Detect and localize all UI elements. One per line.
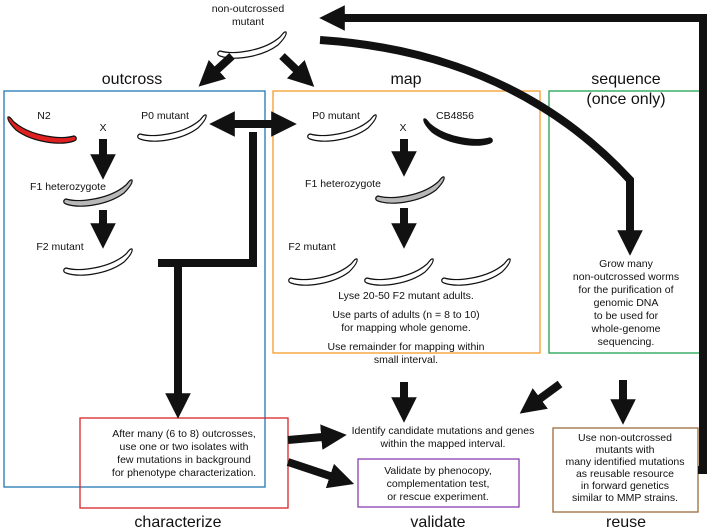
- map-f2-worm-3: [441, 258, 511, 286]
- arrow-characterize-to-validate: [286, 458, 355, 489]
- characterize-line: for phenotype characterization.: [112, 467, 256, 479]
- map-cross-sign: X: [399, 122, 406, 134]
- top-mutant-worm: [217, 31, 287, 59]
- validate-line: complementation test,: [387, 478, 490, 490]
- map-f2-label: F2 mutant: [288, 241, 335, 253]
- identify-line: within the mapped interval.: [380, 438, 506, 450]
- outcross-cross-sign: X: [99, 122, 106, 134]
- arrows: [90, 5, 707, 489]
- characterize-text: After many (6 to 8) outcrosses, use one …: [112, 428, 256, 479]
- outcross-box: [3, 90, 266, 488]
- map-p0-label: P0 mutant: [312, 110, 360, 122]
- identify-text: Identify candidate mutations and genes w…: [352, 425, 535, 450]
- arrow-top-to-outcross: [198, 53, 235, 87]
- sequence-heading: sequence: [591, 71, 660, 88]
- validate-box: [357, 458, 520, 508]
- map-line: Use parts of adults (n = 8 to 10): [332, 309, 479, 321]
- map-f1-label: F1 heterozygote: [305, 178, 381, 190]
- top-label-1: non-outcrossed: [212, 3, 285, 15]
- cb4856-worm: [423, 118, 493, 146]
- outcross-heading: outcross: [102, 71, 162, 88]
- map-line: small interval.: [374, 354, 438, 366]
- map-f2-worm-2: [364, 258, 434, 286]
- sequence-line: non-outcrossed worms: [573, 271, 679, 283]
- reuse-line: in forward genetics: [581, 480, 669, 492]
- validate-text: Validate by phenocopy, complementation t…: [384, 465, 492, 503]
- map-line: Use remainder for mapping within: [328, 341, 485, 353]
- reuse-heading: reuse: [606, 514, 646, 531]
- map-heading: map: [390, 71, 421, 88]
- reuse-line: mutants with: [596, 444, 655, 456]
- sequence-line: Grow many: [599, 258, 653, 270]
- characterize-line: few mutations in background: [117, 454, 251, 466]
- arrow-sequence-to-identify: [519, 380, 563, 414]
- arrow-top-to-sequence: [319, 36, 643, 256]
- sequence-line: to be used for: [594, 310, 659, 322]
- map-box: [272, 90, 541, 354]
- map-line: Lyse 20-50 F2 mutant adults.: [338, 290, 474, 302]
- arrow-characterize-to-identify: [287, 424, 347, 450]
- reuse-line: many identified mutations: [565, 456, 684, 468]
- validate-line: or rescue experiment.: [387, 491, 489, 503]
- validate-line: Validate by phenocopy,: [384, 465, 492, 477]
- identify-line: Identify candidate mutations and genes: [352, 425, 535, 437]
- map-protocol-text: Lyse 20-50 F2 mutant adults. Use parts o…: [328, 290, 485, 366]
- map-f1-worm: [375, 176, 445, 204]
- sequence-line: sequencing.: [598, 336, 655, 348]
- sequence-line: genomic DNA: [594, 297, 659, 309]
- top-label-2: mutant: [232, 16, 264, 28]
- characterize-heading: characterize: [134, 514, 221, 531]
- arrow-reuse-back-to-top: [319, 5, 707, 474]
- outcross-f2-label: F2 mutant: [36, 241, 83, 253]
- outcross-f1-label: F1 heterozygote: [30, 181, 106, 193]
- sequence-text: Grow many non-outcrossed worms for the p…: [573, 258, 679, 348]
- characterize-line: use one or two isolates with: [120, 441, 249, 453]
- map-cb-label: CB4856: [436, 110, 474, 122]
- sequence-line: for the purification of: [578, 284, 673, 296]
- reuse-text: Use non-outcrossed mutants with many ide…: [565, 432, 684, 504]
- sequence-subheading: (once only): [586, 91, 665, 108]
- characterize-line: After many (6 to 8) outcrosses,: [112, 428, 256, 440]
- outcross-p0-label: P0 mutant: [141, 110, 189, 122]
- reuse-line: as reusable resource: [576, 468, 674, 480]
- reuse-line: similar to MMP strains.: [572, 492, 678, 504]
- reuse-line: Use non-outcrossed: [578, 432, 672, 444]
- arrow-loop-back-to-outcross: [158, 132, 257, 267]
- map-f2-worm-1: [288, 258, 358, 286]
- arrow-top-to-map: [279, 53, 315, 87]
- n2-label: N2: [37, 110, 51, 122]
- sequence-line: whole-genome: [591, 323, 661, 335]
- validate-heading: validate: [410, 514, 465, 531]
- map-line: for mapping whole genome.: [341, 322, 471, 334]
